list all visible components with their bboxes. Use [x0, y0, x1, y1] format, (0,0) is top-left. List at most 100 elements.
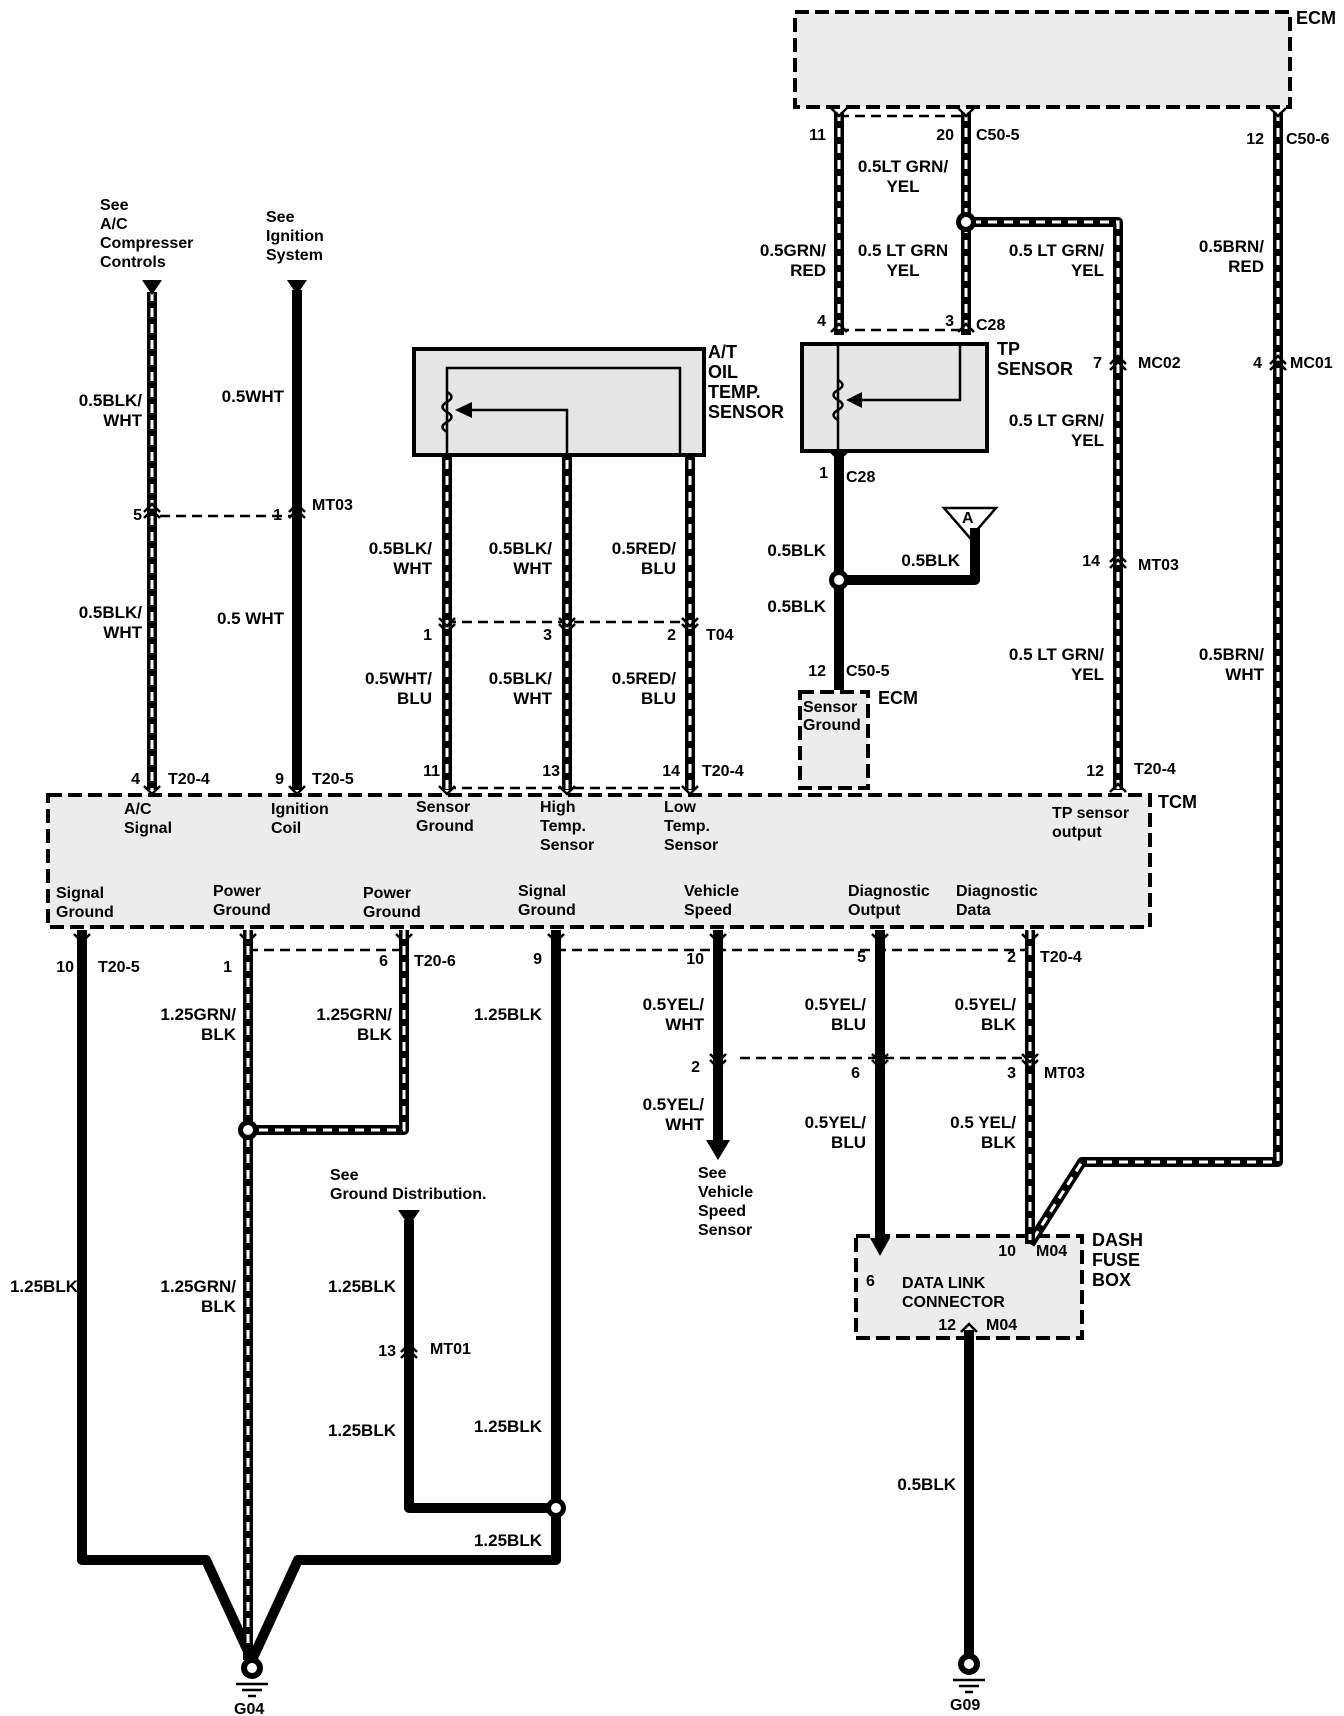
tp-sensor-label: TP SENSOR — [997, 339, 1073, 379]
connector-id: T04 — [706, 627, 734, 644]
connector-id: T20-4 — [1040, 949, 1082, 966]
connector-id: MC02 — [1138, 355, 1181, 372]
connector-id: M04 — [986, 1317, 1017, 1334]
pin-number: 14 — [662, 763, 680, 780]
pin-number: 12 — [1246, 131, 1264, 148]
at-oil-temp-sensor-resistor — [441, 390, 453, 434]
pin-number: 4 — [1253, 355, 1262, 372]
chevron-down-icon — [709, 1053, 727, 1070]
wire-ecm-12-dlc — [1025, 112, 1283, 1247]
pin-number: 9 — [533, 951, 542, 968]
pin-number: 20 — [936, 127, 954, 144]
chevron-down-icon — [558, 785, 576, 796]
wire-label: 0.5RED/BLU — [612, 669, 677, 708]
wire-label: 1.25BLK — [474, 1531, 543, 1550]
chevron-down-icon — [871, 1053, 889, 1070]
pin-number: 3 — [543, 627, 552, 644]
chevron-down-icon — [1021, 933, 1039, 944]
connector-id: C28 — [846, 469, 875, 486]
chevron-down-icon — [239, 933, 257, 944]
wire-label: 0.5 WHT — [217, 609, 285, 628]
dash-fuse-box-label: DASH FUSE BOX — [1092, 1230, 1148, 1290]
tp-sensor-wiper — [850, 344, 962, 402]
ecm-sensor-ground-box — [798, 690, 870, 790]
pin-number: 11 — [423, 763, 440, 780]
at-oil-temp-sensor-wiper — [458, 408, 569, 455]
tp-sensor-arrow — [846, 392, 862, 408]
ground-g04: G04 — [234, 1657, 268, 1716]
chevron-up-icon — [143, 502, 161, 519]
pin-number: 12 — [1086, 763, 1104, 780]
ref-vehicle-speed: See Vehicle Speed Sensor — [698, 1165, 758, 1239]
at-oil-temp-sensor-label: A/T OIL TEMP. SENSOR — [708, 342, 784, 422]
connector-id: T20-4 — [1134, 761, 1176, 778]
chevron-up-icon — [957, 322, 975, 333]
wire-label: 0.5BLK — [901, 551, 960, 570]
connector-id: MT03 — [312, 497, 353, 514]
pin-number: 6 — [866, 1273, 875, 1290]
chevron-up-icon — [1109, 782, 1127, 793]
chevron-down-icon — [1269, 107, 1287, 118]
ground-dist-ref-arrow — [398, 1210, 420, 1226]
pin-number: 1 — [273, 507, 282, 524]
pin-number: 12 — [808, 663, 826, 680]
ref-ground-distribution: See Ground Distribution. — [330, 1167, 486, 1203]
at-oil-temp-sensor-box — [412, 347, 706, 457]
pin-number: 1 — [819, 465, 828, 482]
wire-label: 0.5YEL/WHT — [643, 1095, 705, 1134]
connector-id: C50-5 — [976, 127, 1020, 144]
chevron-up-icon — [1109, 354, 1127, 371]
terminal-a-label: A — [962, 510, 974, 527]
pin-number: 3 — [1007, 1065, 1016, 1082]
pin-number: 1 — [423, 627, 432, 644]
wire-label: 0.5BLK — [767, 597, 826, 616]
tcm-module-box — [46, 793, 1152, 929]
chevron-down-icon — [288, 785, 306, 796]
ground-g04-label: G04 — [234, 1701, 264, 1716]
connector-id: C50-6 — [1286, 131, 1330, 148]
wire-label: 0.5 LT GRN/YEL — [1009, 411, 1104, 450]
wire-label: 0.5YEL/BLU — [805, 995, 867, 1034]
chevron-down-icon — [143, 785, 161, 796]
connector-id: C50-5 — [846, 663, 890, 680]
chevron-up-icon — [960, 1322, 978, 1333]
vehicle-speed-arrow — [706, 1140, 730, 1160]
connector-id: T20-5 — [98, 959, 140, 976]
wire-ground-distribution — [404, 1220, 556, 1513]
pin-labels: 5 1 MT03 4 T20-4 9 T20-5 1 3 2 T04 11 13… — [56, 127, 1333, 1360]
wire-tp-sensor-output — [966, 217, 1123, 790]
wire-label: 0.5BLK — [767, 541, 826, 560]
chevron-down-icon — [957, 107, 975, 118]
chevron-down-icon — [438, 617, 456, 634]
wire-label: 0.5 YEL/BLK — [950, 1113, 1017, 1152]
wire-labels: 0.5BLK/WHT 0.5BLK/WHT 0.5WHT 0.5 WHT 0.5… — [10, 157, 1265, 1550]
wire-label: 0.5 LT GRN/YEL — [1009, 645, 1104, 684]
ground-g09-label: G09 — [950, 1697, 980, 1714]
wire-label: 0.5WHT/BLU — [365, 669, 432, 708]
chevron-up-icon — [830, 322, 848, 333]
wire-label: 0.5BLK/WHT — [369, 539, 433, 578]
ref-ignition: See Ignition System — [266, 209, 328, 264]
chevron-down-icon — [1021, 1053, 1039, 1070]
connector-id: T20-4 — [702, 763, 744, 780]
connector-id: T20-5 — [312, 771, 354, 788]
wire-label: 0.5YEL/BLU — [805, 1113, 867, 1152]
chevron-down-icon — [395, 933, 413, 944]
connector-id: MT03 — [1138, 557, 1179, 574]
ecm-sensor-ground-label: ECM — [878, 688, 918, 708]
tp-sensor-box — [800, 342, 989, 453]
dlc-pin-6-arrow — [870, 1238, 890, 1256]
pin-number: 2 — [691, 1059, 700, 1076]
chevron-down-icon — [830, 107, 848, 118]
pin-number: 10 — [56, 959, 74, 976]
pin-number: 14 — [1082, 553, 1100, 570]
chevron-up-icon — [400, 1342, 418, 1359]
